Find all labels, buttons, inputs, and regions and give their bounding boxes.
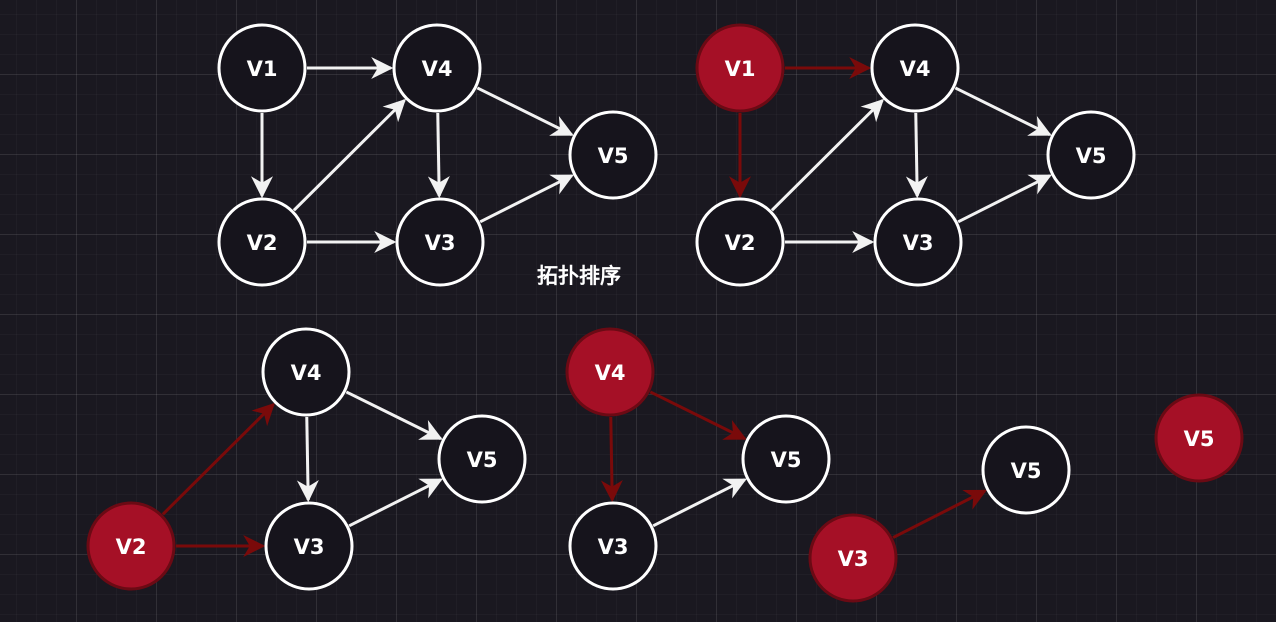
edge-v2-v4 (161, 402, 275, 516)
node-circle (217, 23, 307, 113)
node-label: V3 (598, 535, 629, 559)
node-circle (1154, 393, 1244, 483)
node-circle (568, 501, 658, 591)
node-v3: V3 (808, 513, 898, 603)
node-label: V5 (467, 448, 498, 472)
node-v5: V5 (981, 425, 1071, 515)
node-circle (695, 23, 785, 113)
edge-v4-v5 (954, 86, 1052, 136)
node-v3: V3 (264, 501, 354, 591)
node-v5: V5 (741, 414, 831, 504)
node-label: V5 (771, 448, 802, 472)
node-label: V3 (903, 231, 934, 255)
node-circle (264, 501, 354, 591)
node-label: V5 (1011, 459, 1042, 483)
node-label: V4 (422, 57, 453, 81)
node-circle (695, 197, 785, 287)
node-circle (568, 110, 658, 200)
node-circle (86, 501, 176, 591)
node-circle (873, 197, 963, 287)
edge-v4-v5 (649, 390, 747, 440)
node-v4: V4 (870, 23, 960, 113)
node-v3: V3 (568, 501, 658, 591)
node-v5: V5 (1046, 110, 1136, 200)
node-v2: V2 (217, 197, 307, 287)
node-v1: V1 (695, 23, 785, 113)
node-label: V5 (598, 144, 629, 168)
node-circle (808, 513, 898, 603)
node-label: V3 (294, 535, 325, 559)
edge-v4-v3 (296, 416, 319, 503)
node-circle (870, 23, 960, 113)
node-label: V1 (247, 57, 278, 81)
node-label: V4 (900, 57, 931, 81)
node-circle (1046, 110, 1136, 200)
node-label: V3 (838, 547, 869, 571)
node-label: V2 (247, 231, 278, 255)
edge-v4-v5 (345, 390, 443, 440)
node-circle (437, 414, 527, 504)
edge-v4-v5 (476, 86, 574, 136)
node-v5: V5 (437, 414, 527, 504)
node-circle (741, 414, 831, 504)
edge-v3-v5 (957, 174, 1052, 224)
edge-v3-v5 (479, 174, 574, 224)
node-circle (395, 197, 485, 287)
node-circle (981, 425, 1071, 515)
node-v3: V3 (395, 197, 485, 287)
node-v4: V4 (261, 327, 351, 417)
node-label: V5 (1184, 427, 1215, 451)
node-circle (392, 23, 482, 113)
node-v2: V2 (86, 501, 176, 591)
node-v3: V3 (873, 197, 963, 287)
node-label: V4 (595, 361, 626, 385)
edge-v2-v4 (770, 98, 884, 212)
node-circle (217, 197, 307, 287)
node-v5: V5 (568, 110, 658, 200)
edge-v3-v5 (892, 489, 987, 539)
diagram-step6: V5 (1154, 393, 1244, 483)
node-circle (261, 327, 351, 417)
edge-v2-v4 (292, 98, 406, 212)
node-label: V5 (1076, 144, 1107, 168)
edge-v4-v3 (600, 416, 623, 503)
node-v1: V1 (217, 23, 307, 113)
node-label: V2 (725, 231, 756, 255)
node-label: V4 (291, 361, 322, 385)
node-label: V3 (425, 231, 456, 255)
edge-v3-v5 (348, 478, 443, 528)
edge-v4-v3 (905, 112, 928, 199)
node-v2: V2 (695, 197, 785, 287)
node-label: V2 (116, 535, 147, 559)
edge-v3-v5 (652, 478, 747, 528)
edge-v4-v3 (427, 112, 450, 199)
node-v5: V5 (1154, 393, 1244, 483)
node-v4: V4 (565, 327, 655, 417)
node-label: V1 (725, 57, 756, 81)
node-v4: V4 (392, 23, 482, 113)
node-circle (565, 327, 655, 417)
diagram-caption: 拓扑排序 (537, 264, 621, 288)
